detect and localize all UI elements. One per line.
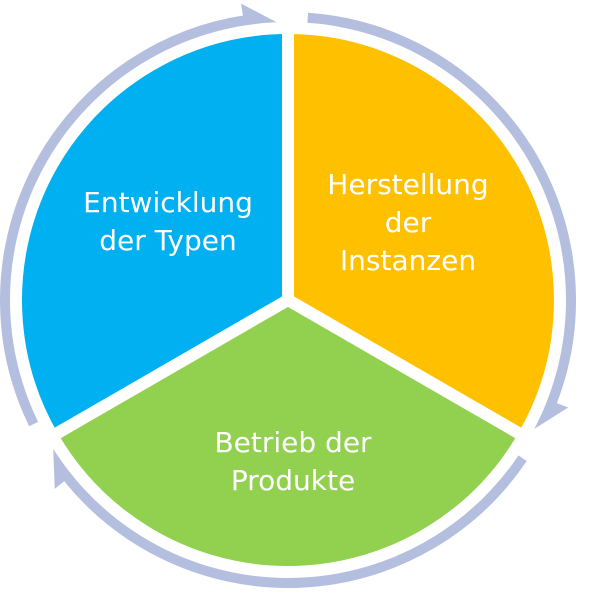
segment-develop-label: Entwicklung der Typen xyxy=(58,184,278,260)
segment-produce-line-2: der xyxy=(384,206,432,239)
segment-develop-line-2: der Typen xyxy=(99,224,237,257)
segment-operate-line-1: Betrieb der xyxy=(214,426,372,459)
segment-produce-label: Herstellung der Instanzen xyxy=(298,166,518,280)
segment-operate-line-2: Produkte xyxy=(230,464,356,497)
segment-produce-line-1: Herstellung xyxy=(327,168,489,201)
segment-produce-line-3: Instanzen xyxy=(339,244,477,277)
segment-operate-label: Betrieb der Produkte xyxy=(168,424,418,500)
segment-operate xyxy=(44,293,532,578)
segment-develop-line-1: Entwicklung xyxy=(83,186,253,219)
